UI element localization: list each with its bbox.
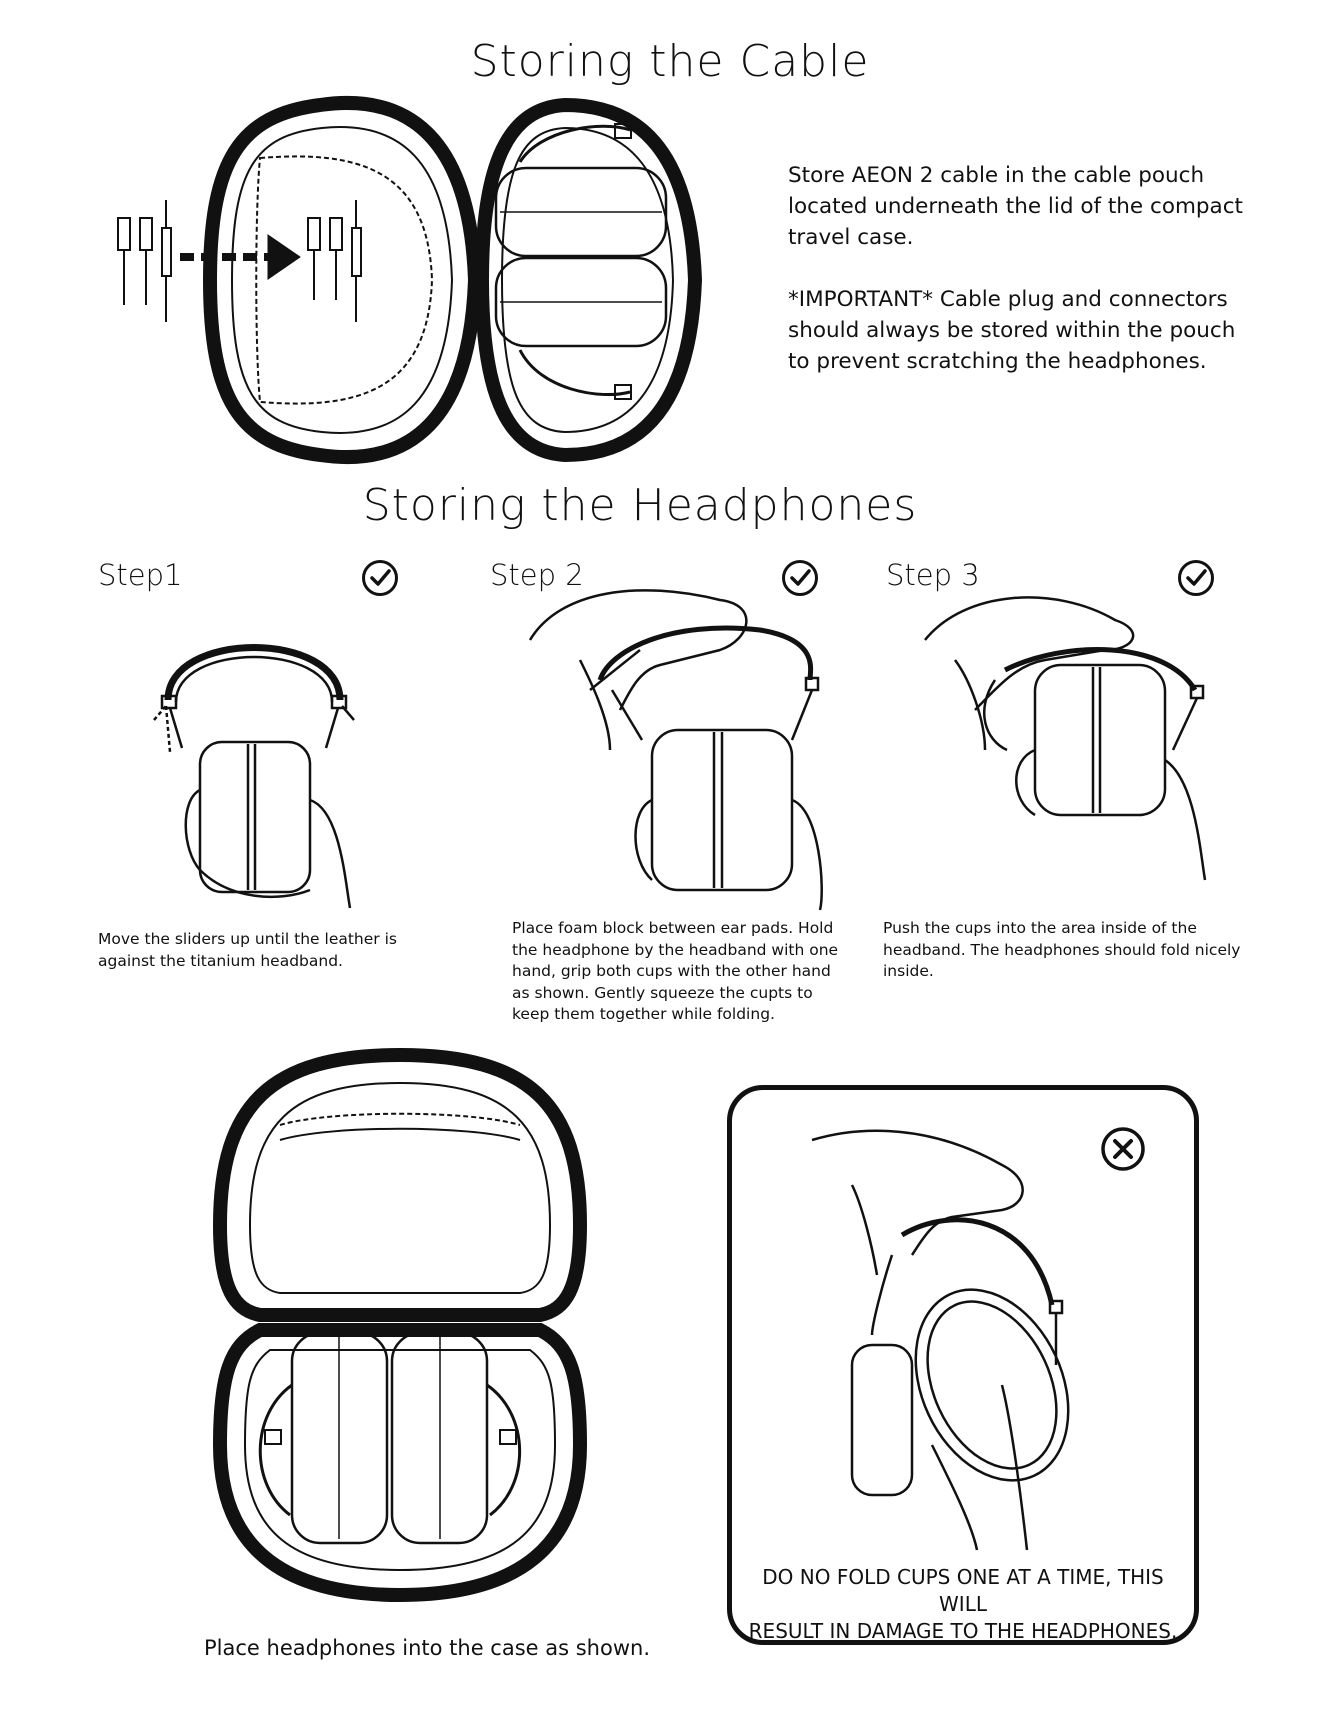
check-circle-icon	[781, 559, 819, 597]
warning-box: DO NO FOLD CUPS ONE AT A TIME, THIS WILL…	[727, 1085, 1199, 1645]
step-1-illustration	[140, 620, 380, 910]
cable-section-title: Storing the Cable	[470, 36, 870, 87]
x-circle-icon	[1100, 1126, 1146, 1172]
check-circle-icon	[1177, 559, 1215, 597]
case-lid	[210, 103, 475, 457]
warning-text: DO NO FOLD CUPS ONE AT A TIME, THIS WILL…	[742, 1564, 1184, 1645]
step-3-label: Step 3	[886, 558, 980, 592]
open-case-cable-illustration	[110, 100, 760, 460]
step-1-label: Step1	[98, 558, 183, 592]
case-with-headphones-illustration	[210, 1045, 590, 1610]
cable-plugs-in-pouch	[308, 200, 361, 322]
check-circle-icon	[361, 559, 399, 597]
cable-plugs-left	[118, 200, 171, 322]
warning-text-line-1: DO NO FOLD CUPS ONE AT A TIME, THIS WILL	[762, 1565, 1164, 1616]
warning-illustration	[812, 1125, 1132, 1555]
cable-paragraph-1: Store AEON 2 cable in the cable pouch lo…	[788, 163, 1243, 250]
headphones-section-title: Storing the Headphones	[362, 480, 918, 531]
dashed-arrow	[180, 235, 300, 279]
step-2-label: Step 2	[490, 558, 584, 592]
step-3-caption: Push the cups into the area inside of th…	[883, 919, 1241, 980]
warning-text-line-2: RESULT IN DAMAGE TO THE HEADPHONES.	[748, 1619, 1178, 1643]
cable-paragraph-2: *IMPORTANT* Cable plug and connectors sh…	[788, 287, 1236, 374]
case-caption: Place headphones into the case as shown.	[204, 1636, 651, 1660]
step-2-illustration	[520, 570, 840, 910]
step-1-caption: Move the sliders up until the leather is…	[98, 930, 397, 970]
case-base	[482, 105, 695, 455]
step-2-caption: Place foam block between ear pads. Hold …	[512, 919, 839, 1023]
step-3-illustration	[915, 580, 1225, 900]
